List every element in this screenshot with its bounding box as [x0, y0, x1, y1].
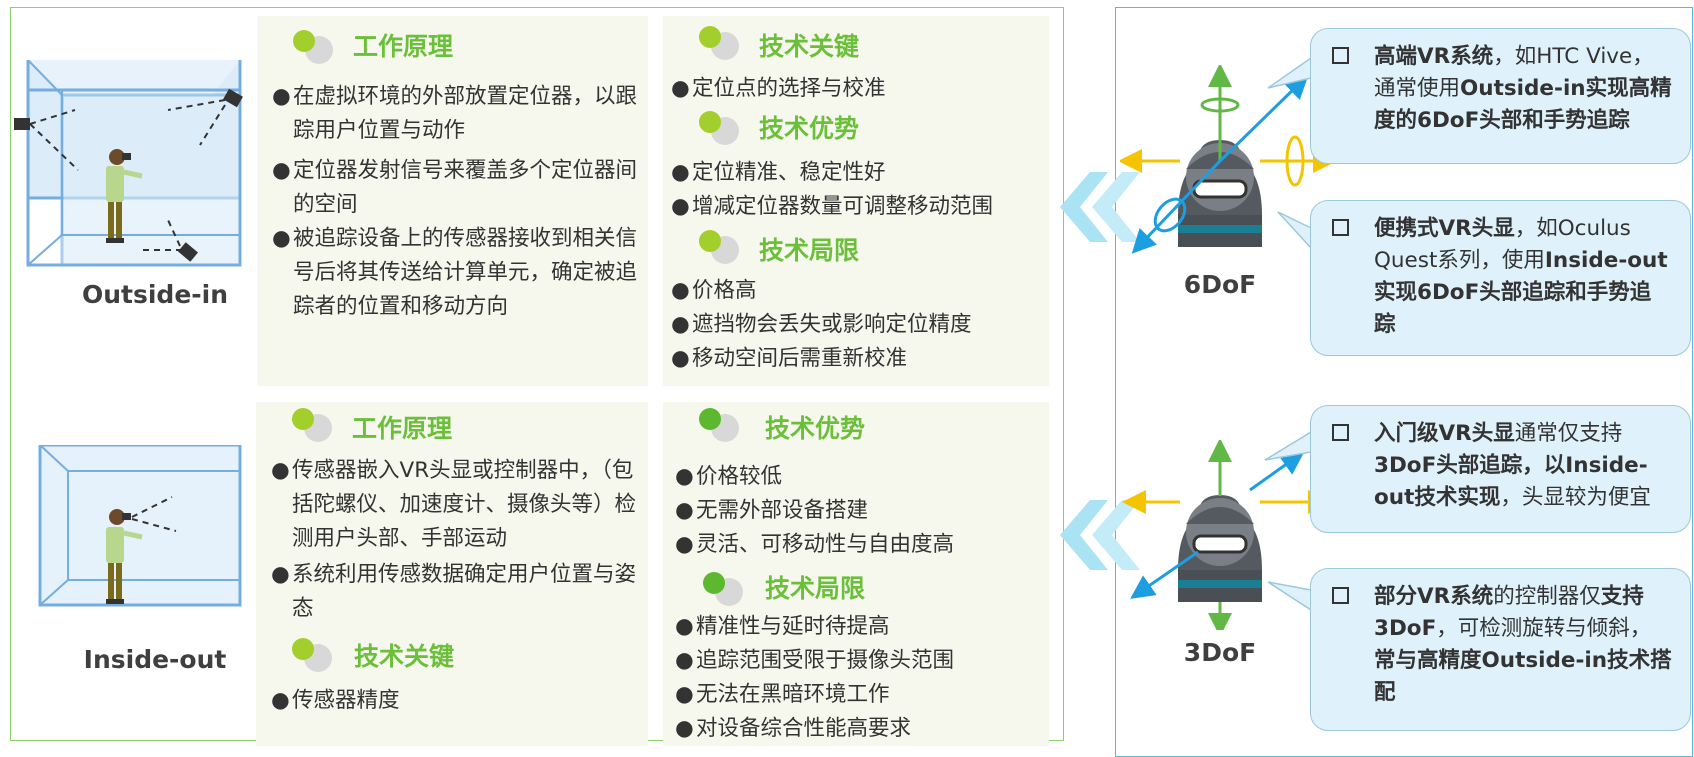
section-title: 技术局限	[759, 236, 860, 265]
dof6-bubble-high-end: 高端VR系统，如HTC Vive，通常使用Outside-in实现高精度的6Do…	[1310, 28, 1691, 164]
list-item: ●对设备综合性能高要求	[675, 716, 912, 741]
dof3-bubble-entry: 入门级VR头显通常仅支持3DoF头部追踪，以Inside-out技术实现，头显较…	[1310, 405, 1691, 533]
section-title: 技术关键	[759, 32, 860, 61]
checkbox-square-icon	[1332, 424, 1349, 441]
section-dot-icon	[292, 408, 338, 444]
list-item: ●移动空间后需重新校准	[671, 346, 908, 371]
list-item: ●无需外部设备搭建	[675, 498, 869, 523]
section-dot-icon	[699, 26, 745, 62]
section-title: 工作原理	[352, 414, 453, 443]
list-item: ●系统利用传感数据确定用户位置与姿态	[271, 562, 637, 621]
inside-out-tech-panel: 技术优势 ●价格较低 ●无需外部设备搭建 ●灵活、可移动性与自由度高 技术局限 …	[663, 402, 1049, 746]
list-item: ●定位点的选择与校准	[671, 76, 886, 101]
section-title: 工作原理	[353, 32, 454, 61]
checkbox-square-icon	[1332, 47, 1349, 64]
list-item: ●灵活、可移动性与自由度高	[675, 532, 955, 557]
section-title: 技术优势	[765, 414, 866, 443]
list-item: ●遮挡物会丢失或影响定位精度	[671, 312, 972, 337]
list-item: ●被追踪设备上的传感器接收到相关信号后将其传送给计算单元，确定被追踪者的位置和移…	[272, 226, 638, 319]
section-title: 技术关键	[354, 642, 455, 671]
section-dot-icon	[699, 408, 745, 444]
list-item: ●定位器发射信号来覆盖多个定位器间的空间	[272, 158, 638, 217]
outside-in-tech-panel: 技术关键 ●定位点的选择与校准 技术优势 ●定位精准、稳定性好 ●增减定位器数量…	[663, 16, 1049, 386]
chevron-left-icon	[1060, 172, 1140, 242]
list-item: ●追踪范围受限于摄像头范围	[675, 648, 955, 673]
section-dot-icon	[293, 30, 339, 66]
list-item: ●精准性与延时待提高	[675, 614, 890, 639]
section-title: 技术优势	[759, 114, 860, 143]
inside-out-illustration	[38, 445, 242, 607]
list-item: ●无法在黑暗环境工作	[675, 682, 890, 707]
section-dot-icon	[699, 111, 745, 147]
list-item: ●价格较低	[675, 464, 783, 489]
inside-out-label: Inside-out	[83, 645, 227, 674]
dof6-label: 6DoF	[1183, 270, 1257, 299]
head-3dof-icon	[1122, 440, 1332, 630]
list-item: ●在虚拟环境的外部放置定位器，以跟踪用户位置与动作	[272, 84, 638, 143]
section-title: 技术局限	[765, 574, 866, 603]
dof3-label: 3DoF	[1183, 638, 1257, 667]
section-dot-icon	[292, 638, 338, 674]
dof6-bubble-portable: 便携式VR头显，如Oculus Quest系列，使用Inside-out实现6D…	[1310, 200, 1691, 356]
list-item: ●定位精准、稳定性好	[671, 160, 886, 185]
list-item: ●传感器嵌入VR头显或控制器中，（包括陀螺仪、加速度计、摄像头等）检测用户头部、…	[271, 458, 637, 551]
list-item: ●增减定位器数量可调整移动范围	[671, 194, 994, 219]
section-dot-icon	[699, 230, 745, 266]
outside-in-principle-panel: 工作原理 ●在虚拟环境的外部放置定位器，以跟踪用户位置与动作 ●定位器发射信号来…	[257, 16, 648, 386]
dof3-bubble-controller: 部分VR系统的控制器仅支持3DoF，可检测旋转与倾斜，常与高精度Outside-…	[1310, 568, 1691, 731]
head-6dof-icon	[1120, 65, 1337, 254]
inside-out-principle-panel: 工作原理 ●传感器嵌入VR头显或控制器中，（包括陀螺仪、加速度计、摄像头等）检测…	[256, 402, 648, 746]
outside-in-label: Outside-in	[81, 280, 229, 309]
section-dot-icon	[703, 572, 749, 608]
chevron-left-icon	[1060, 500, 1140, 570]
outside-in-illustration	[14, 60, 243, 267]
checkbox-square-icon	[1332, 587, 1349, 604]
list-item: ●价格高	[671, 278, 757, 303]
checkbox-square-icon	[1332, 219, 1349, 236]
list-item: ●传感器精度	[271, 688, 400, 713]
